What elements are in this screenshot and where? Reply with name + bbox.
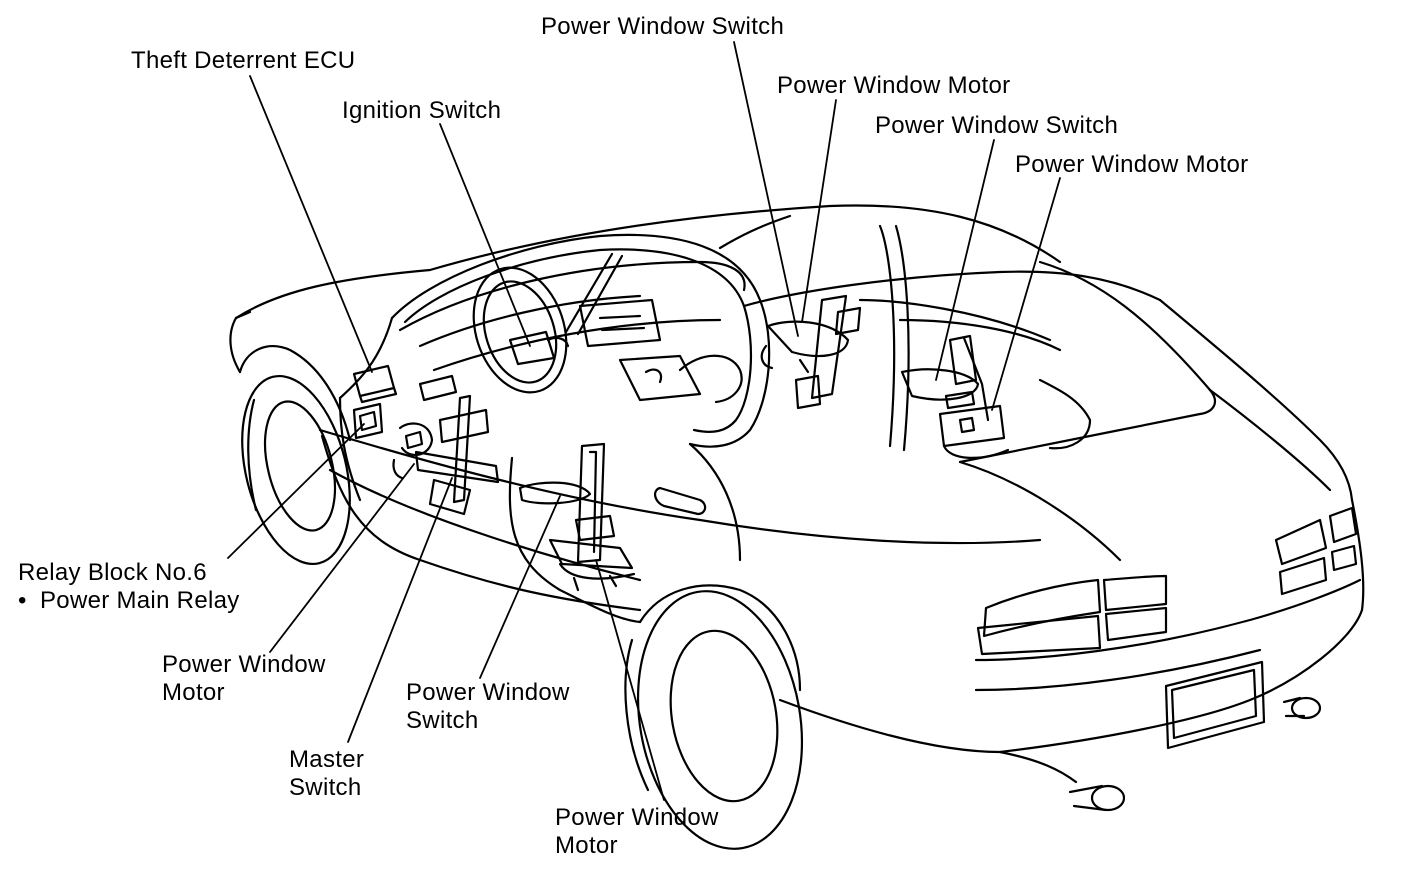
relay-block-part [352, 402, 384, 440]
label-ignition-switch: Ignition Switch [342, 97, 502, 124]
leader-pws-door [479, 495, 561, 679]
leader-master [347, 477, 453, 743]
bullet-icon: • [18, 587, 27, 614]
leader-pwm-front [269, 463, 415, 653]
label-power-window-motor-rear-left: Power Window Motor [555, 804, 719, 859]
right-front-door-parts [760, 294, 862, 410]
front-door-regulator [392, 394, 500, 516]
car-body [229, 204, 1365, 812]
label-relay-block: Relay Block No.6 •Power Main Relay [18, 559, 240, 615]
label-power-window-switch-top: Power Window Switch [541, 13, 785, 40]
leader-pws-top [733, 41, 799, 337]
label-master-switch: Master Switch [289, 746, 365, 801]
theft-deterrent-ecu-part [352, 364, 398, 404]
label-power-window-motor-front-left: Power Window Motor [162, 651, 326, 706]
leader-pws-rear [935, 139, 995, 381]
leader-pwm-upper-left [801, 99, 837, 323]
relay-block-title: Relay Block No.6 [18, 559, 207, 586]
relay-block-item: •Power Main Relay [18, 587, 240, 614]
label-power-window-motor-rear-right: Power Window Motor [1015, 151, 1249, 178]
label-power-window-switch-rear-right: Power Window Switch [875, 112, 1119, 139]
right-rear-door-parts [900, 334, 1010, 459]
rear-wheel [624, 584, 804, 850]
front-wheel [238, 345, 352, 566]
leader-relay-block [227, 423, 365, 559]
label-theft-deterrent-ecu: Theft Deterrent ECU [131, 47, 356, 74]
leader-theft-ecu [249, 75, 373, 373]
label-power-window-motor-front-right: Power Window Motor [777, 72, 1011, 99]
rear-door-regulator [518, 442, 636, 592]
leader-pwm-rear-door [595, 559, 665, 801]
label-power-window-switch-rear-left: Power Window Switch [406, 679, 570, 734]
leader-ignition [439, 123, 531, 347]
interior [398, 252, 1092, 450]
leader-pwm-rear [991, 177, 1061, 411]
leader-lines [227, 41, 1061, 801]
